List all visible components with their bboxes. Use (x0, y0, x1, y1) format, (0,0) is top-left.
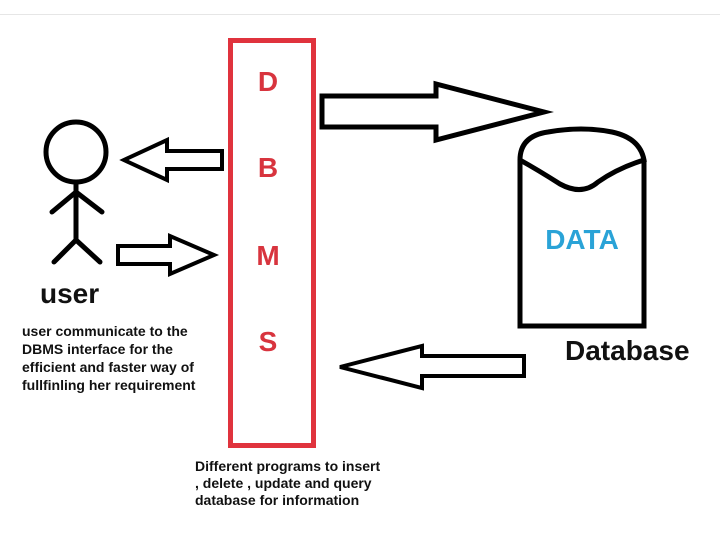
user-label: user (40, 278, 100, 309)
database-body (517, 160, 647, 329)
dbms-box (228, 38, 316, 448)
dbms-letter-s: S (258, 326, 278, 357)
top-divider (0, 14, 720, 15)
arrow-database-to-dbms (339, 343, 526, 391)
database-icon (517, 126, 647, 329)
user-head (43, 119, 109, 185)
database-content-label: DATA (545, 224, 619, 255)
user-leg-left (51, 237, 79, 265)
arrow-dbms-to-user (119, 136, 224, 184)
arrow-user-to-dbms (116, 232, 220, 278)
dbms-letter-d: D (257, 66, 279, 97)
database-top (517, 126, 647, 192)
user-arm-left (49, 189, 79, 215)
arrow-dbms-to-database (319, 80, 554, 144)
user-description: user communicate to the DBMS interface f… (22, 323, 196, 393)
user-leg-right (73, 237, 103, 265)
dbms-letter-b: B (257, 152, 279, 183)
database-label: Database (565, 335, 690, 366)
user-stick-figure-icon (43, 119, 109, 265)
user-arm-right (73, 189, 105, 215)
dbms-letter-m: M (256, 240, 280, 271)
dbms-description: Different programs to insert , delete , … (195, 458, 381, 508)
